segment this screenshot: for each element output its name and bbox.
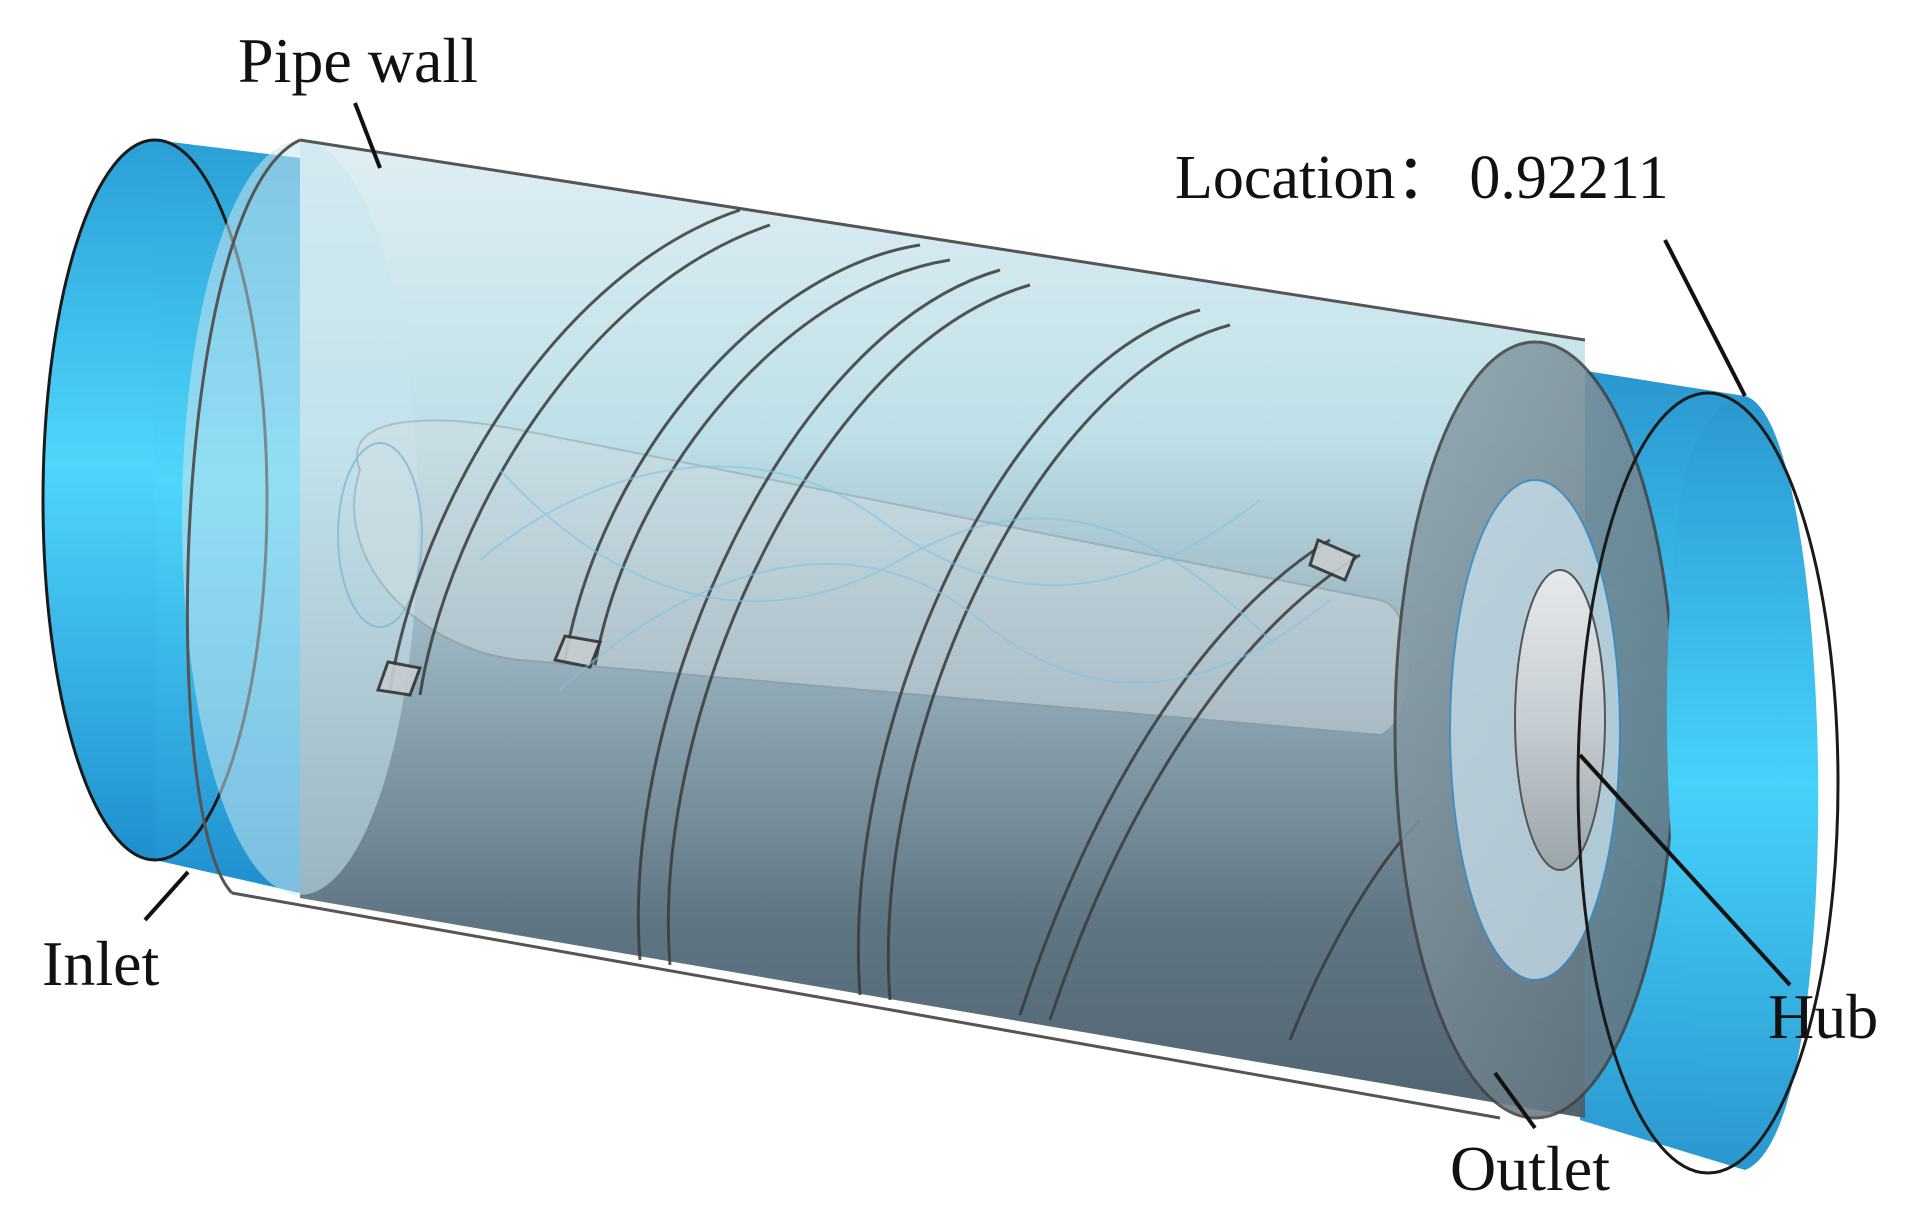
blade-3 <box>636 268 1001 961</box>
blade-3-inner <box>666 283 1031 966</box>
blade-5 <box>1018 538 1331 1016</box>
blade-2 <box>563 243 921 661</box>
leader-pipe-wall <box>353 102 382 169</box>
label-inlet: Inlet <box>42 928 160 999</box>
leader-location <box>1663 239 1747 397</box>
label-hub: Hub <box>1768 981 1878 1052</box>
blade-5-inner <box>1048 553 1361 1021</box>
label-hub-group: Hub <box>1578 753 1878 1052</box>
label-outlet: Outlet <box>1450 1133 1610 1204</box>
label-inlet-group: Inlet <box>42 870 190 999</box>
blade-4-inner <box>886 323 1231 1001</box>
location-value: 0.92211 <box>1469 144 1668 212</box>
outlet-face <box>1393 340 1677 1120</box>
flow-lines <box>479 465 1331 691</box>
label-location-group: Location：0.92211 <box>1175 144 1747 397</box>
blade-1-inner <box>418 223 771 696</box>
blade-tips <box>375 537 1357 697</box>
leader-outlet <box>1493 1071 1537 1130</box>
blade-2-inner <box>593 258 951 666</box>
label-pipe-wall-group: Pipe wall <box>238 25 478 169</box>
pipe-body <box>182 138 1586 1120</box>
helical-blades <box>388 208 1422 1041</box>
leader-inlet <box>143 870 190 922</box>
label-location: Location：0.92211 <box>1175 144 1669 212</box>
label-pipe-wall: Pipe wall <box>238 25 478 96</box>
blade-1 <box>388 208 741 691</box>
leader-hub <box>1578 753 1792 987</box>
label-outlet-group: Outlet <box>1450 1071 1610 1204</box>
blade-4 <box>856 308 1201 996</box>
location-label: Location： <box>1175 144 1457 212</box>
